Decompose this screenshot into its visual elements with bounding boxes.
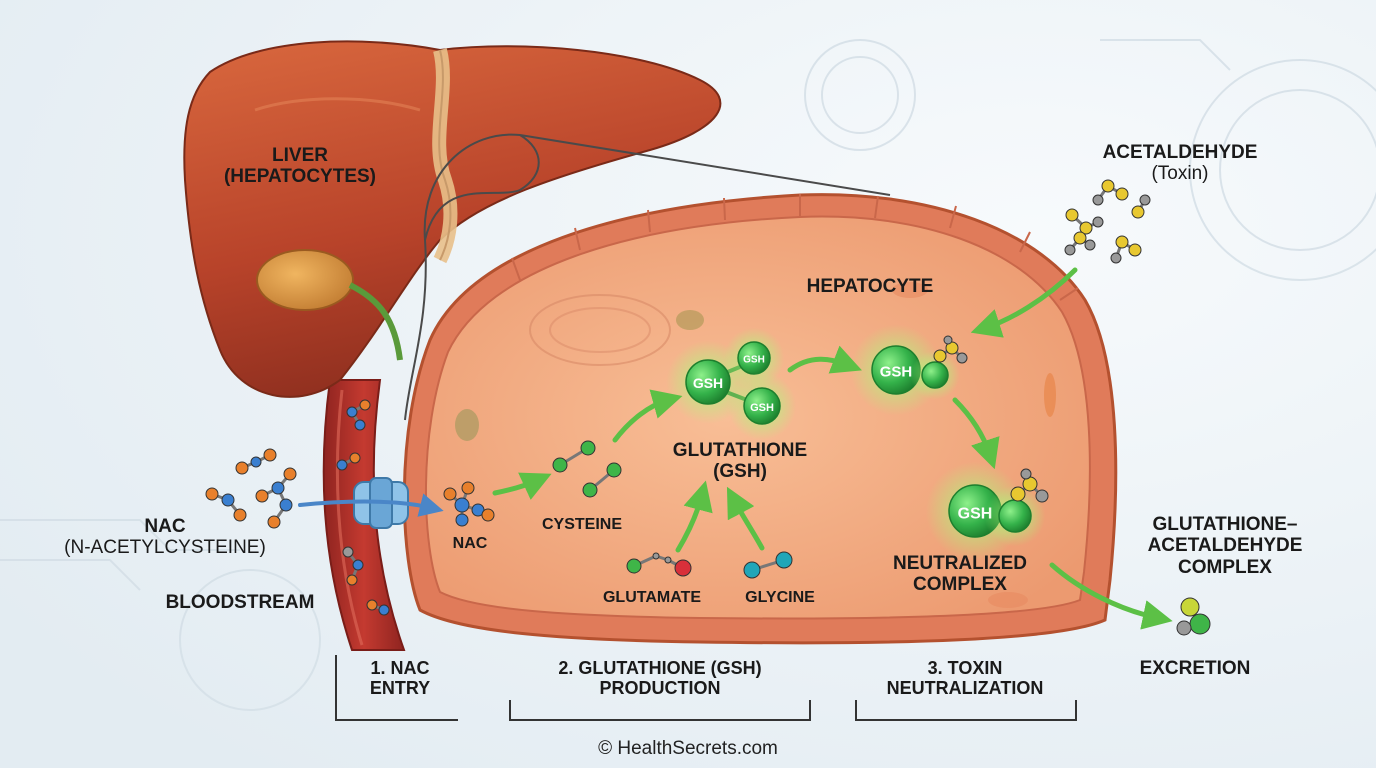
neutralized-label-line1: NEUTRALIZED — [892, 553, 1028, 574]
complex-label-line2: ACETALDEHYDE — [1147, 535, 1303, 557]
glutamate-label: GLUTAMATE — [602, 589, 702, 606]
glutathione-label-line1: GLUTATHIONE — [672, 440, 808, 461]
gsh-text: GSH — [750, 402, 774, 414]
arrow-binding-to-complex — [952, 397, 1000, 470]
excreted-complex-molecule — [1176, 597, 1211, 636]
hepatocyte-label: HEPATOCYTE — [806, 276, 934, 297]
glutathione-label-line2: (GSH) — [713, 461, 767, 483]
neutralized-complex-molecule — [984, 485, 1046, 547]
nac-inside-label: NAC — [452, 535, 488, 552]
background-decoration — [0, 39, 1376, 711]
arrow-toxin-to-gsh — [970, 267, 1078, 338]
pathway-arrows — [298, 267, 1173, 630]
step-3-line1: 3. TOXIN — [927, 658, 1003, 678]
nac-molecule — [336, 452, 361, 471]
step-3-line2: NEUTRALIZATION — [886, 678, 1044, 699]
acetaldehyde-molecule — [1092, 179, 1129, 206]
acetaldehyde-molecule — [1131, 194, 1151, 219]
step-3-label: 3. TOXIN NEUTRALIZATION — [860, 658, 1070, 698]
nac-molecule — [342, 546, 364, 586]
arrow-complex-to-excretion — [1049, 562, 1173, 630]
complex-label-line1: GLUTATHIONE– — [1152, 514, 1298, 535]
nac-molecule — [346, 399, 371, 431]
gsh-text: GSH — [958, 505, 993, 522]
acetaldehyde-label: ACETALDEHYDE (Toxin) — [1095, 142, 1265, 185]
liver-organ — [183, 40, 722, 398]
complex-label-line3: COMPLEX — [1178, 556, 1272, 578]
cysteine-molecule — [582, 462, 622, 498]
molecules-layer: GSH GSH GSH GSH GSH — [205, 179, 1211, 636]
acetaldehyde-molecule — [933, 335, 968, 364]
gsh-molecule — [910, 350, 960, 400]
arrow-glutamate-to-gsh — [675, 480, 713, 553]
gsh-text: GSH — [693, 375, 723, 391]
glycine-molecule — [743, 551, 793, 579]
cysteine-molecule — [552, 440, 596, 473]
glutamate-molecule — [626, 552, 692, 577]
bloodstream-label: BLOODSTREAM — [165, 592, 315, 613]
acetaldehyde-label-line1: ACETALDEHYDE — [1102, 142, 1258, 163]
excretion-label: EXCRETION — [1139, 658, 1251, 679]
arrow-nac-to-cysteine — [492, 472, 552, 500]
arrow-glycine-to-gsh — [726, 486, 765, 551]
acetaldehyde-label-line2: (Toxin) — [1151, 163, 1209, 185]
neutralized-label-line2: COMPLEX — [913, 574, 1007, 596]
nac-molecule — [443, 481, 495, 527]
footer-copyright: © HealthSecrets.com — [598, 738, 778, 759]
liver-label-line1: LIVER — [272, 145, 328, 166]
acetaldehyde-molecule — [1010, 468, 1049, 503]
nac-left-label-line2: (N-ACETYLCYSTEINE) — [64, 537, 266, 559]
step-1-label: 1. NAC ENTRY — [340, 658, 460, 698]
liver-label-line2: (HEPATOCYTES) — [223, 166, 376, 188]
step-2-line1: 2. GLUTATHIONE (GSH) — [558, 658, 762, 678]
membrane-segments — [511, 194, 1079, 301]
nac-left-label-line1: NAC — [144, 516, 186, 537]
liver-label: LIVER (HEPATOCYTES) — [210, 145, 390, 188]
acetaldehyde-molecule — [1110, 235, 1142, 264]
step-2-line2: PRODUCTION — [599, 678, 721, 699]
neutralized-complex-label: NEUTRALIZED COMPLEX — [870, 553, 1050, 596]
arrow-gsh-to-binding — [787, 345, 862, 374]
nac-molecule — [366, 599, 390, 616]
step-2-label: 2. GLUTATHIONE (GSH) PRODUCTION — [520, 658, 800, 698]
step-brackets — [335, 655, 1077, 721]
gsh-text: GSH — [880, 364, 913, 381]
arrow-cysteine-to-gsh — [612, 389, 683, 443]
complex-label: GLUTATHIONE– ACETALDEHYDE COMPLEX — [1125, 514, 1325, 578]
glutathione-label: GLUTATHIONE (GSH) — [650, 440, 830, 483]
acetaldehyde-molecule — [1065, 208, 1104, 235]
gsh-text: GSH — [743, 354, 765, 365]
gsh-molecule: GSH — [727, 371, 797, 441]
arrow-nac-entry — [298, 493, 444, 517]
acetaldehyde-molecule — [1064, 231, 1096, 256]
nac-left-label: NAC (N-ACETYLCYSTEINE) — [40, 516, 290, 559]
cysteine-label: CYSTEINE — [541, 516, 622, 533]
step-1-line2: ENTRY — [369, 678, 431, 699]
nac-molecule — [255, 467, 297, 529]
step-1-line1: 1. NAC — [370, 658, 430, 678]
nac-molecule — [205, 487, 247, 522]
zoom-callout — [404, 133, 891, 421]
glycine-label: GLYCINE — [745, 589, 815, 606]
nac-molecule — [235, 448, 277, 475]
